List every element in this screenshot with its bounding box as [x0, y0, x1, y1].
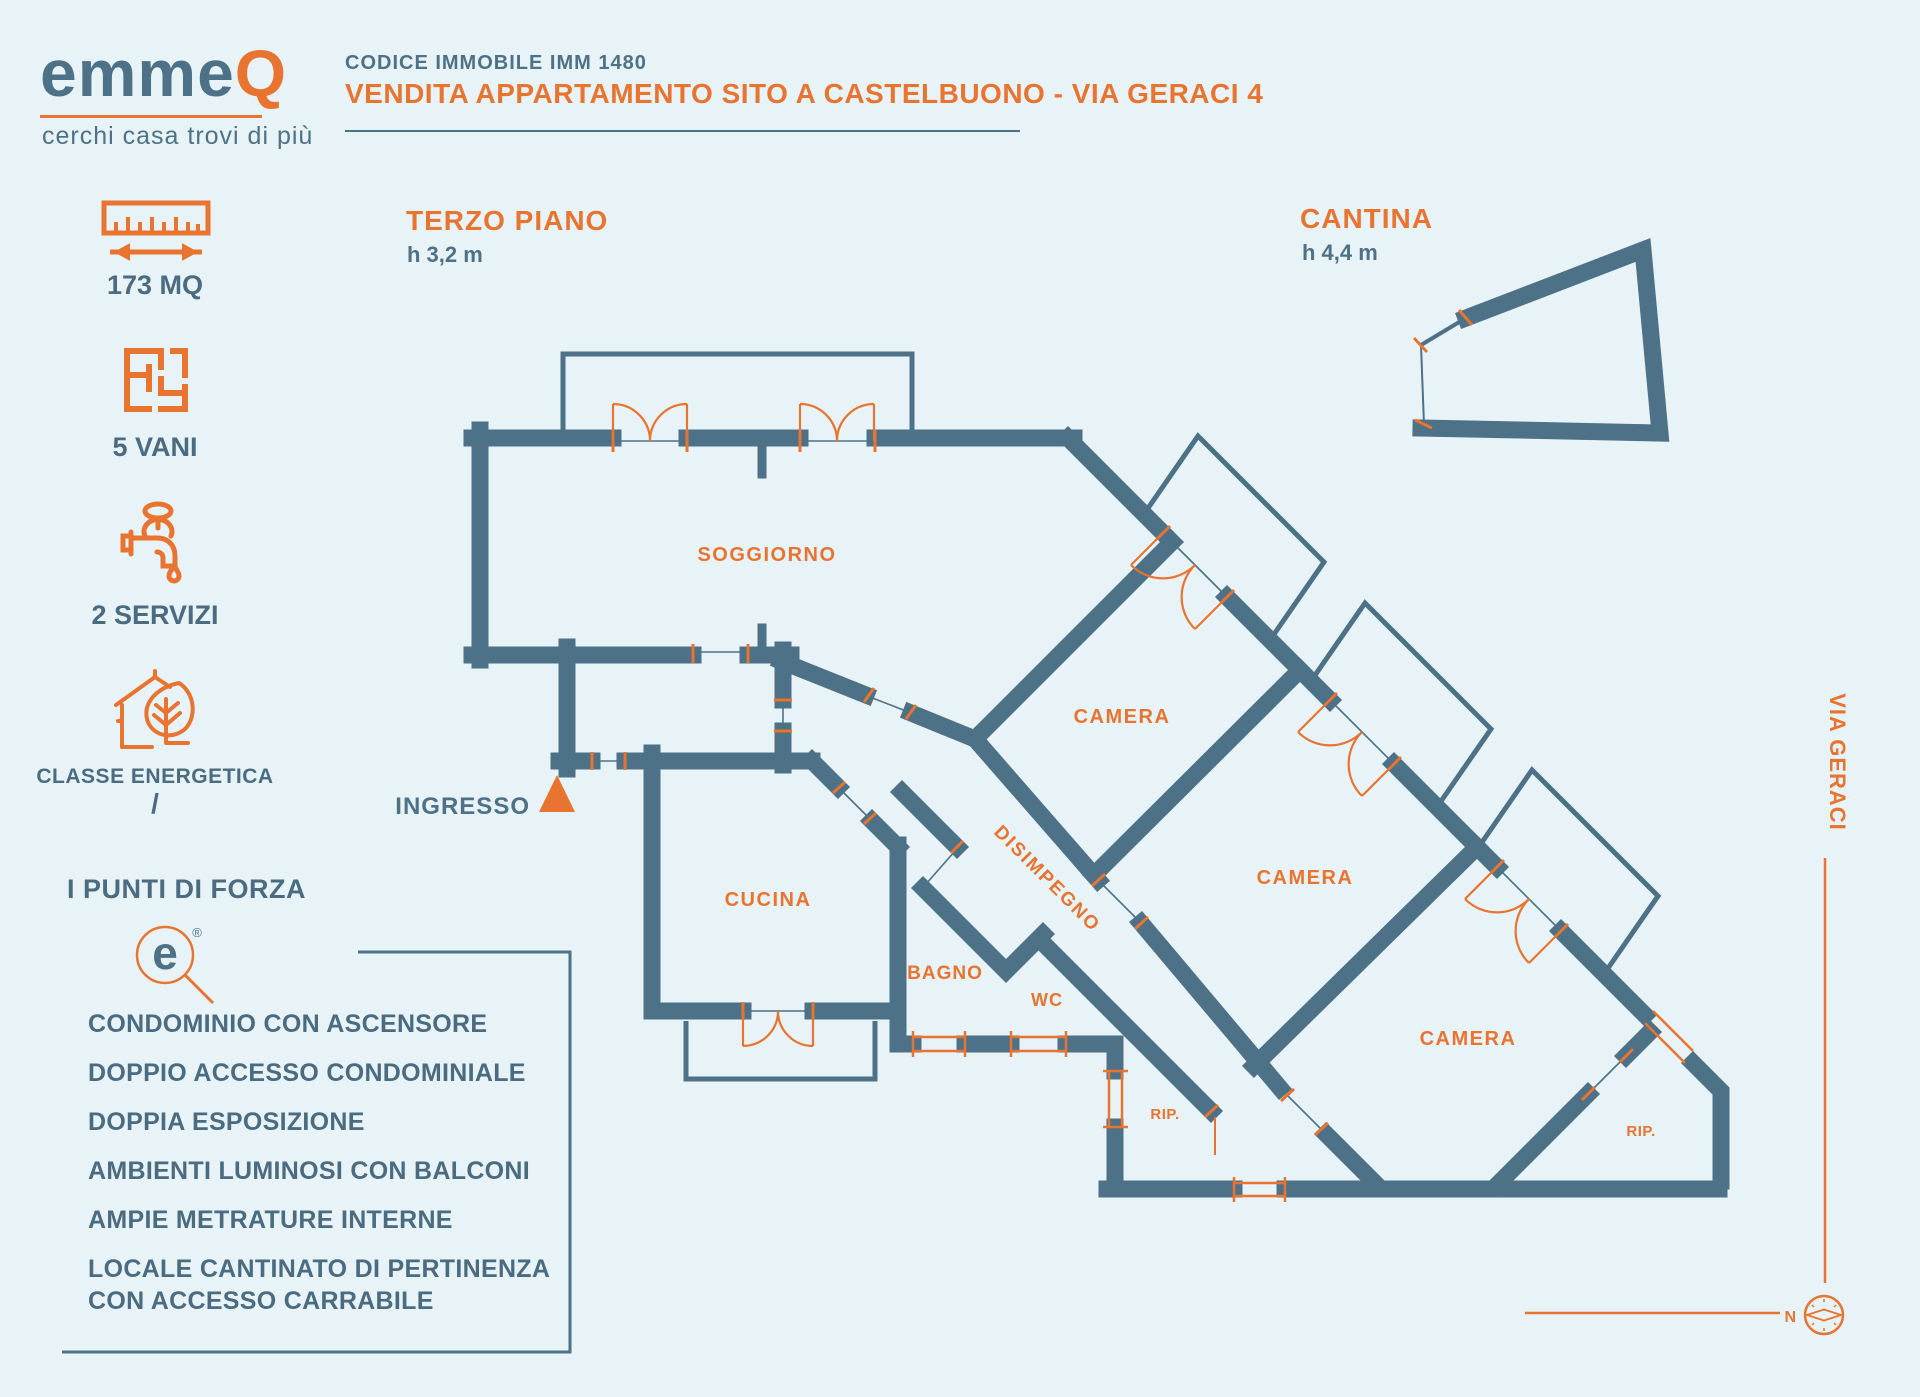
- street-annotation: [1525, 858, 1827, 1315]
- strengths-list: CONDOMINIO CON ASCENSORE DOPPIO ACCESSO …: [88, 1008, 558, 1334]
- brand-logo: emmeQ: [40, 40, 287, 106]
- list-item: DOPPIA ESPOSIZIONE: [88, 1108, 365, 1136]
- balcony-walls: [560, 351, 1662, 1082]
- street-label: VIA GERACI: [1825, 693, 1850, 831]
- floorplan-icon: [124, 348, 188, 412]
- north-label: N: [1784, 1309, 1796, 1326]
- room-label-cucina: CUCINA: [725, 889, 812, 911]
- room-label-camera1: CAMERA: [1074, 706, 1171, 728]
- entrance-arrow: [539, 775, 575, 812]
- list-item: DOPPIO ACCESSO CONDOMINIALE: [88, 1059, 526, 1087]
- header-divider: [345, 130, 1020, 132]
- energy-house-icon: [114, 669, 195, 749]
- compass-icon: [1803, 1294, 1845, 1336]
- registered-mark: ®: [192, 925, 202, 940]
- list-item: AMBIENTI LUMINOSI CON BALCONI: [88, 1157, 531, 1185]
- windows: [911, 1010, 1694, 1202]
- property-code: CODICE IMMOBILE IMM 1480: [345, 52, 647, 74]
- page-title: VENDITA APPARTAMENTO SITO A CASTELBUONO …: [345, 78, 1264, 109]
- room-label-rip2: RIP.: [1626, 1123, 1655, 1140]
- faucet-icon: [120, 501, 182, 584]
- room-label-soggiorno: SOGGIORNO: [697, 544, 836, 566]
- surface-label: 173 MQ: [106, 270, 204, 300]
- cantina-height: h 4,4 m: [1302, 240, 1378, 265]
- brand-logo-q: Q: [234, 36, 288, 110]
- emmeq-search-letter: e: [152, 927, 178, 979]
- strengths-title: I PUNTI DI FORZA: [67, 874, 306, 904]
- room-label-rip1: RIP.: [1150, 1106, 1179, 1123]
- walls: [463, 238, 1730, 1198]
- emmeq-search-icon: e ®: [135, 925, 215, 1005]
- floor-title: TERZO PIANO: [406, 205, 609, 236]
- floor-height: h 3,2 m: [407, 242, 483, 267]
- cantina-title: CANTINA: [1300, 203, 1433, 234]
- list-item: AMPIE METRATURE INTERNE: [88, 1206, 453, 1234]
- room-label-wc: WC: [1031, 990, 1063, 1010]
- brand-logo-text: emme: [40, 36, 235, 110]
- entrance-label: INGRESSO: [395, 793, 530, 820]
- list-item: CONDOMINIO CON ASCENSORE: [88, 1010, 488, 1038]
- brand-tagline: cerchi casa trovi di più: [42, 122, 314, 150]
- room-label-camera2: CAMERA: [1257, 867, 1354, 889]
- energy-class-label: CLASSE ENERGETICA: [36, 765, 274, 788]
- room-label-camera3: CAMERA: [1420, 1028, 1517, 1050]
- room-label-bagno: BAGNO: [907, 963, 983, 984]
- door-jambs: [590, 309, 1635, 1155]
- baths-label: 2 SERVIZI: [91, 600, 219, 630]
- logo-underline: [40, 115, 262, 118]
- ruler-icon: [101, 200, 211, 261]
- energy-class-value: /: [151, 788, 159, 819]
- cantina-door-wall: [1419, 316, 1468, 426]
- strengths-frame: [62, 950, 572, 1354]
- rooms-label: 5 VANI: [112, 432, 198, 462]
- list-item: LOCALE CANTINATO DI PERTINENZA CON ACCES…: [88, 1255, 551, 1315]
